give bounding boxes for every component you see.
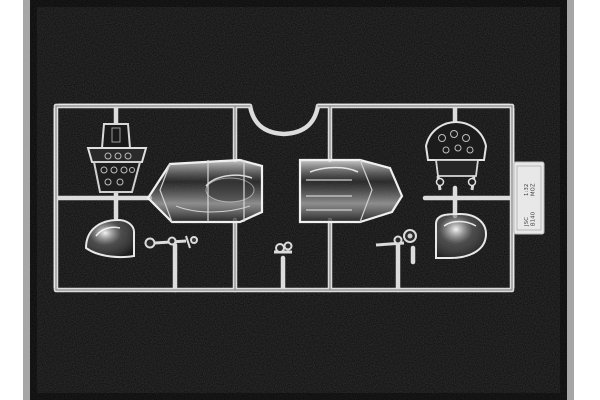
sprue-tag-line-4: MOZ [531,183,537,196]
sprue-tag-line-2: B140 [531,212,537,226]
sprue-tag-line-3: 1:32 [524,184,530,196]
sprue-tag-plate [513,161,545,235]
left-dome-part [84,218,135,258]
right-instrument-panel [424,120,488,191]
right-dome-part [435,212,488,259]
left-instrument-panel [86,123,148,193]
left-canopy-part [146,158,264,224]
sprue-tag: JSC B140 1:32 MOZ [513,161,545,235]
right-canopy-part [298,158,404,224]
sprue-frame [53,103,515,293]
sprue-tag-line-1: JSC [524,217,530,227]
small-clear-parts [144,229,417,254]
